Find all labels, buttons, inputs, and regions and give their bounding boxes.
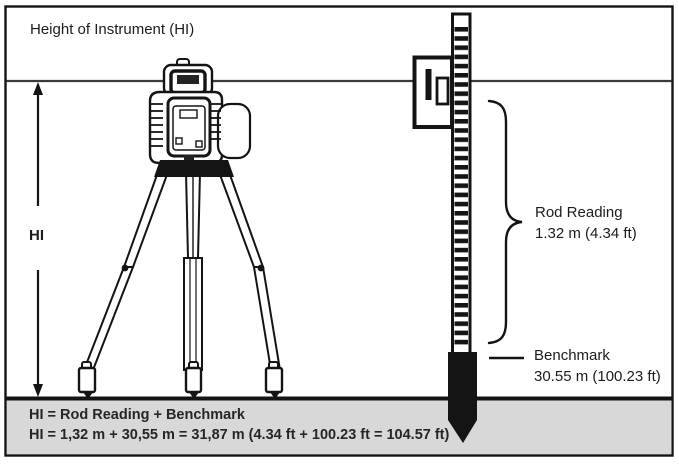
- formula-line-1: HI = Rod Reading + Benchmark: [29, 407, 246, 423]
- ground-area: [7, 399, 672, 454]
- hi-dimension-arrow: [33, 82, 43, 397]
- formula-line-2: HI = 1,32 m + 30,55 m = 31,87 m (4.34 ft…: [29, 427, 450, 443]
- benchmark-label: Benchmark: [534, 347, 610, 364]
- tripod-head-mount: [154, 160, 234, 177]
- rod-reading-value: 1.32 m (4.34 ft): [535, 225, 637, 242]
- rod-reading-brace: [487, 99, 523, 345]
- hi-label: HI: [29, 227, 44, 244]
- tripod-icon: [77, 171, 284, 399]
- benchmark-value: 30.55 m (100.23 ft): [534, 368, 661, 385]
- laser-receiver-icon: [412, 55, 454, 129]
- graduated-leveling-rod-icon: [448, 12, 477, 443]
- diagram-title: Height of Instrument (HI): [30, 21, 194, 38]
- tripod-feet: [77, 361, 284, 399]
- arrow-up-icon: [33, 82, 43, 95]
- arrow-down-icon: [33, 384, 43, 397]
- rod-reading-label: Rod Reading: [535, 204, 623, 221]
- rod-graduations: [454, 27, 468, 349]
- body-ribs: [150, 103, 221, 147]
- rotary-laser-level-icon: [148, 58, 252, 177]
